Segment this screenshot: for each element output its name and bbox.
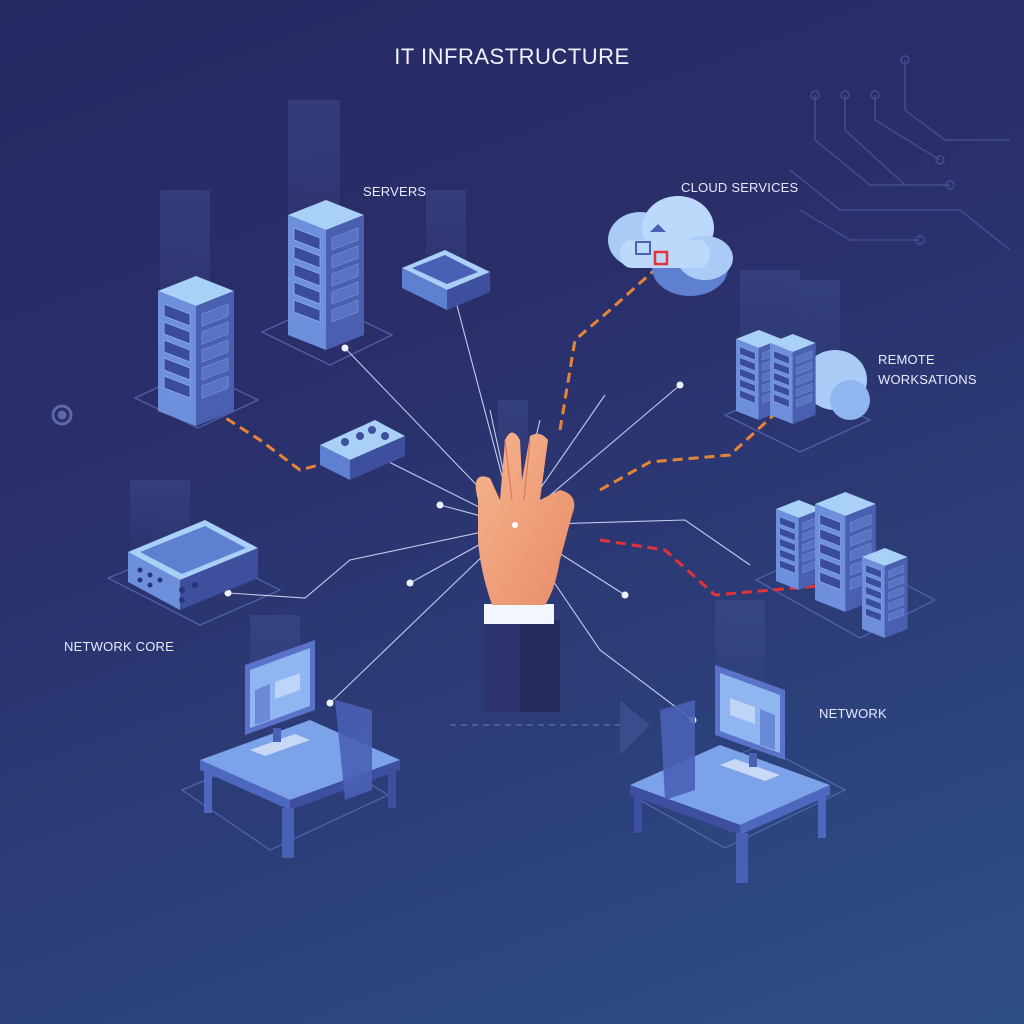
remote-workstations-icon	[735, 329, 870, 425]
label-servers: SERVERS	[363, 184, 427, 199]
workstation-right	[630, 665, 830, 883]
circuit-decoration	[789, 55, 1011, 251]
server-cluster-right	[775, 491, 908, 639]
server-rack-center	[287, 199, 365, 351]
label-remote-line2: WORKSATIONS	[878, 372, 977, 387]
gear-decoration-icon	[51, 404, 73, 426]
label-network-core: NETWORK CORE	[64, 639, 175, 654]
hand-icon	[475, 432, 575, 712]
label-remote-line1: REMOTE	[878, 352, 935, 367]
label-cloud-services: CLOUD SERVICES	[681, 180, 799, 195]
network-core-device	[128, 520, 258, 610]
router-icon	[402, 250, 490, 310]
page-title: IT INFRASTRUCTURE	[394, 44, 630, 69]
server-rack-left	[157, 275, 235, 427]
network-switch-icon	[320, 420, 405, 480]
label-network: NETWORK	[819, 706, 887, 721]
dashed-links	[212, 263, 831, 597]
workstation-left	[200, 640, 400, 858]
cloud-services-icon	[608, 196, 733, 296]
hub-node	[512, 522, 518, 528]
flow-arrow-icon	[450, 700, 650, 755]
